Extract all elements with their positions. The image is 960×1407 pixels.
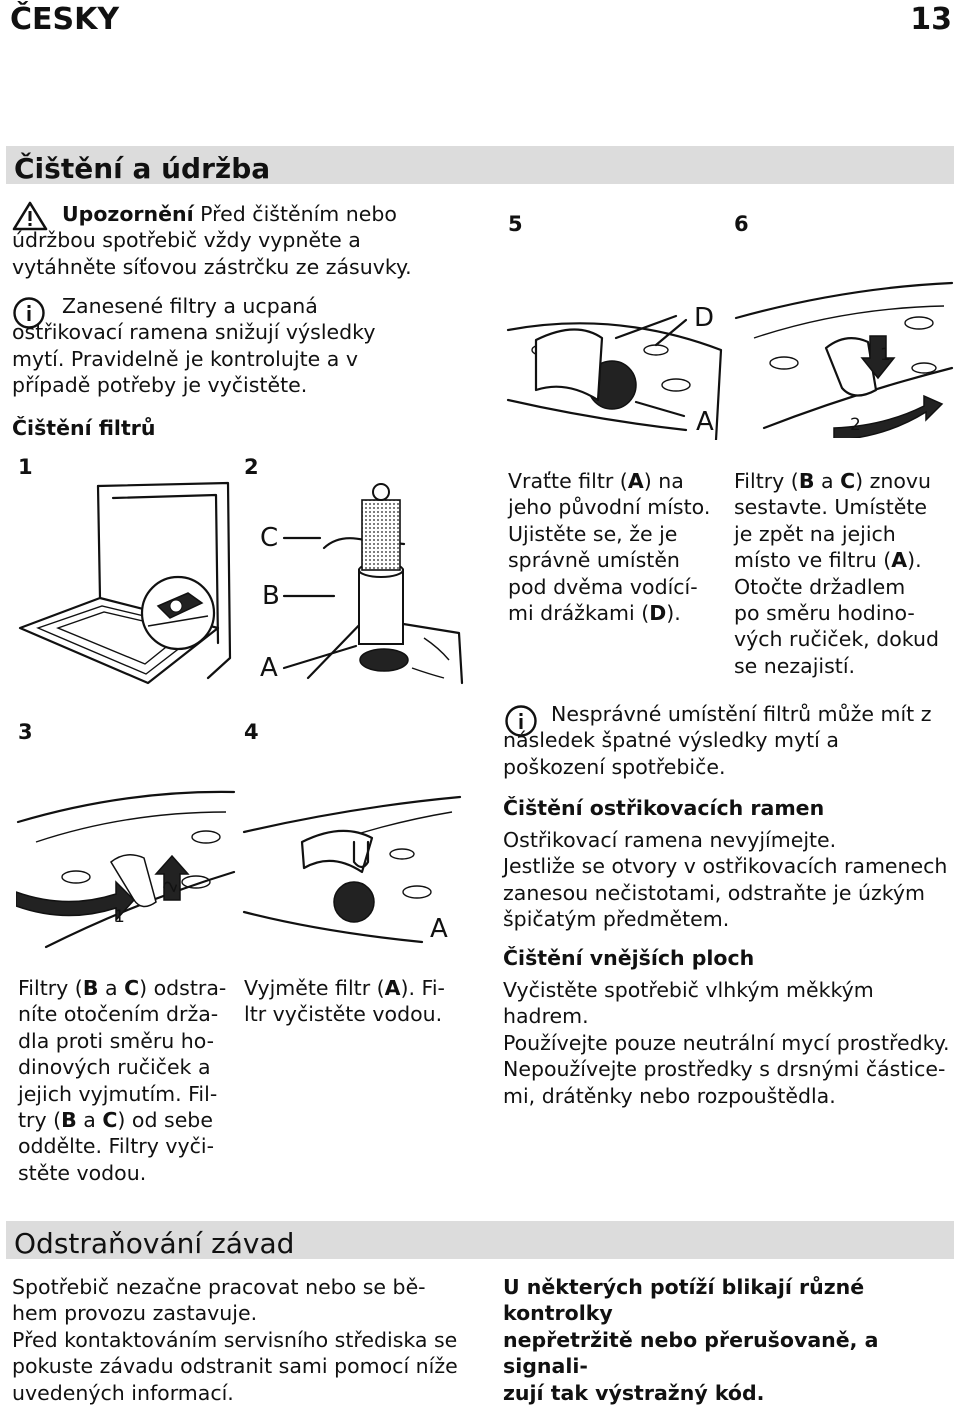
step4-text: Vyjměte filtr (A). Fi- ltr vyčistěte vod… [244, 976, 445, 1027]
outer-surfaces-text: Vyčistěte spotřebič vlhkým měkkým hadrem… [503, 978, 950, 1108]
info-icon [13, 297, 45, 329]
spray-arms-heading: Čištění ostřikovacích ramen [503, 796, 825, 820]
step-number-4: 4 [244, 720, 259, 744]
warning-text: Upozornění Před čištěním nebo údržbou sp… [12, 201, 422, 280]
filters-subheading: Čištění filtrů [12, 416, 156, 440]
spray-arms-text: Ostřikovací ramena nevyjímejte. Jestliže… [503, 828, 948, 932]
troubleshooting-title-bar: Odstraňování závad [6, 1221, 954, 1260]
step-number-1: 1 [18, 455, 33, 479]
language-header: ČESKY [10, 2, 120, 37]
warning-icon [12, 201, 48, 231]
step-number-5: 5 [508, 212, 523, 236]
label-a-step4: A [430, 914, 448, 944]
page-number: 13 [910, 2, 952, 37]
step-number-3: 3 [18, 720, 33, 744]
step6-text: Filtry (B a C) znovu sestavte. Umístěte … [734, 469, 940, 678]
arrow-label-2-step6: 2 [850, 415, 861, 435]
troubleshooting-left-text: Spotřebič nezačne pracovat nebo se bě- h… [12, 1275, 458, 1405]
step5-text: Vraťte filtr (A) na jeho původní místo. … [508, 469, 711, 626]
warning-label: Upozornění [62, 202, 194, 226]
label-c: C [260, 523, 278, 553]
step3-text: Filtry (B a C) odstra- níte otočením drž… [18, 976, 227, 1185]
label-d: D [694, 303, 714, 333]
filter-assembly-illustration: C B A [260, 483, 464, 685]
section-title: Čištění a údržba [14, 152, 271, 185]
arrow-label-1: 1 [114, 907, 125, 927]
step-number-2: 2 [244, 455, 259, 479]
remove-filter-illustration: 2 1 [16, 790, 236, 949]
info2-text: Nesprávné umístění filtrů může mít z nás… [503, 702, 932, 779]
arrow-label-1-step6: 1 [880, 345, 891, 365]
section-title-bar: Čištění a údržba [6, 146, 954, 185]
reassemble-filter-illustration: 1 2 [734, 281, 954, 438]
troubleshooting-title: Odstraňování závad [14, 1227, 295, 1260]
lift-filter-illustration: A [242, 795, 462, 944]
replace-filter-illustration: D A [506, 303, 723, 440]
warning-body: Před čištěním nebo údržbou spotřebič vžd… [12, 202, 412, 279]
troubleshooting-right-text: U některých potíží blikají různé kontrol… [503, 1275, 879, 1405]
dishwasher-illustration [18, 481, 232, 685]
step-number-6: 6 [734, 212, 749, 236]
label-a: A [260, 653, 278, 683]
outer-surfaces-heading: Čištění vnějších ploch [503, 946, 755, 970]
info-text: Zanesené filtry a ucpaná ostřikovací ram… [12, 294, 376, 398]
info-icon-2 [505, 705, 537, 737]
label-b: B [262, 581, 280, 611]
label-a-step5: A [696, 407, 714, 437]
